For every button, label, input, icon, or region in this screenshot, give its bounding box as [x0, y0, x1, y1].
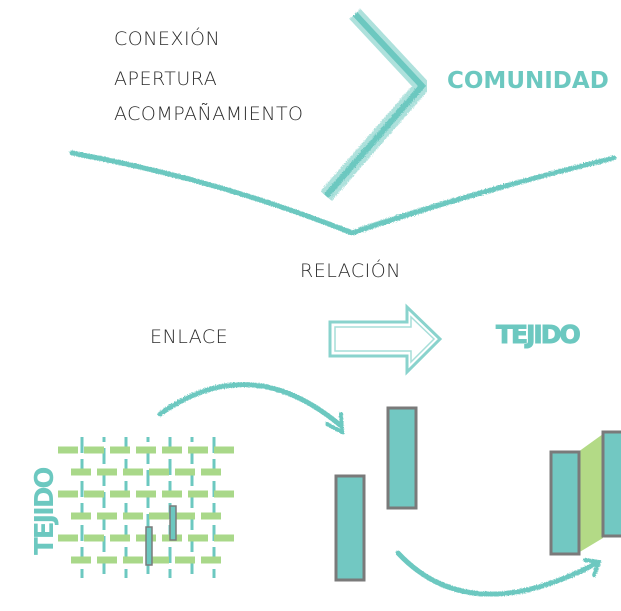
chevron-bracket-icon: [320, 8, 433, 201]
weft-thread: [58, 446, 78, 454]
weft-thread: [97, 512, 117, 520]
weft-thread: [84, 446, 104, 454]
block-front: [549, 450, 581, 556]
weft-thread: [58, 490, 78, 498]
weft-thread: [175, 512, 195, 520]
label-apertura: APERTURA: [114, 68, 218, 90]
weft-thread: [201, 468, 221, 476]
weft-thread: [162, 446, 182, 454]
block-back: [601, 430, 621, 538]
weft-thread: [188, 534, 208, 542]
weft-thread: [214, 490, 234, 498]
weft-thread: [149, 512, 169, 520]
weft-thread: [175, 468, 195, 476]
v-stroke-icon: [69, 150, 617, 236]
label-conexion: CONEXIÓN: [114, 28, 221, 50]
weft-thread: [110, 534, 130, 542]
curved-arrow-icon: [157, 382, 345, 436]
weft-thread: [136, 490, 156, 498]
label-relacion: RELACIÓN: [300, 260, 401, 282]
weft-thread: [149, 468, 169, 476]
weave-highlight: [169, 505, 177, 541]
weft-thread: [201, 556, 221, 564]
label-tejido-side: TEJIDO: [30, 468, 60, 555]
label-comunidad: COMUNIDAD: [447, 68, 609, 94]
block-fold: [578, 434, 603, 553]
block-lower: [334, 474, 366, 582]
panel-blocks-icon: [334, 406, 621, 582]
weft-thread: [97, 556, 117, 564]
outline-arrow-icon: [328, 303, 443, 376]
weft-thread: [214, 534, 234, 542]
weft-thread: [123, 512, 143, 520]
weft-thread: [149, 556, 169, 564]
weft-thread: [84, 534, 104, 542]
curved-arrow-bottom-icon: [395, 550, 602, 597]
weft-thread: [123, 468, 143, 476]
block-upper: [386, 406, 418, 510]
weft-thread: [123, 556, 143, 564]
weft-thread: [71, 556, 91, 564]
woven-fabric-icon: [58, 437, 234, 578]
weft-thread: [71, 512, 91, 520]
weft-thread: [214, 446, 234, 454]
weft-thread: [71, 468, 91, 476]
weave-highlight: [145, 526, 153, 566]
weft-thread: [110, 446, 130, 454]
weft-thread: [84, 490, 104, 498]
weft-thread: [175, 556, 195, 564]
weft-thread: [188, 490, 208, 498]
label-enlace: ENLACE: [150, 326, 229, 348]
weft-thread: [110, 490, 130, 498]
weft-thread: [58, 534, 78, 542]
label-acompanamiento: ACOMPAÑAMIENTO: [114, 103, 304, 125]
weft-thread: [162, 490, 182, 498]
weft-thread: [97, 468, 117, 476]
weft-thread: [136, 446, 156, 454]
weft-thread: [188, 446, 208, 454]
label-tejido-title: TEJIDO: [496, 320, 582, 350]
weft-thread: [201, 512, 221, 520]
